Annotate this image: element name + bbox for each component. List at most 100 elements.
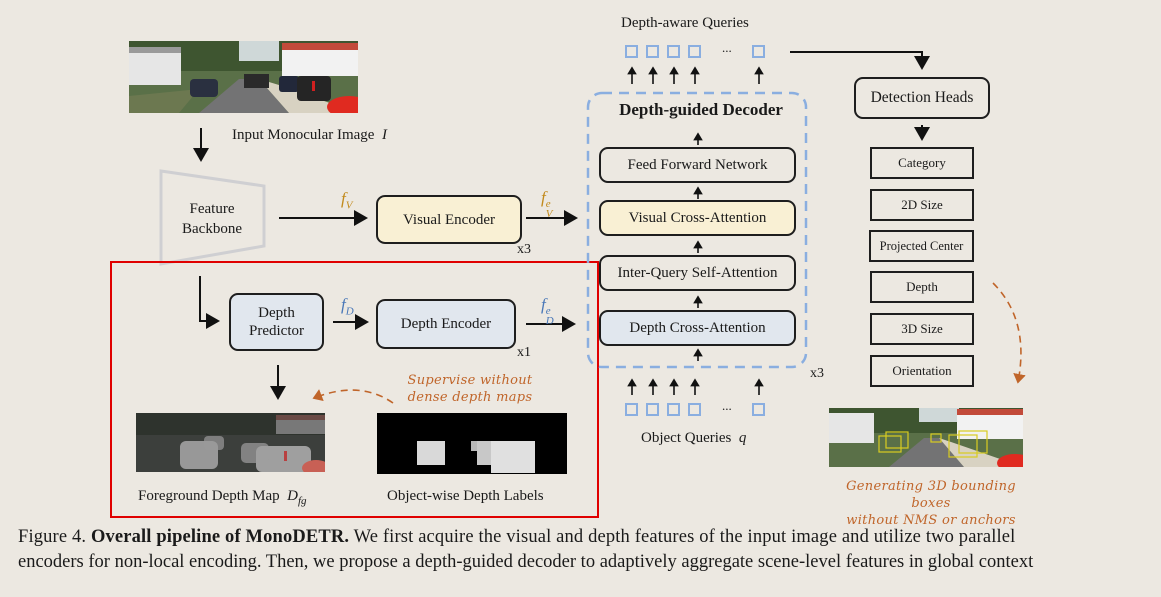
visual-feature-label: fV xyxy=(341,189,352,211)
depth-encoder-label: Depth Encoder xyxy=(400,316,492,332)
supervise-line1: Supervise without xyxy=(407,373,533,388)
object-query-token xyxy=(625,403,638,416)
fg-map-sub: fg xyxy=(298,495,307,507)
decoder-layer-visual-cross-attention: Visual Cross-Attention xyxy=(599,200,796,236)
depth-predictor-line2: Predictor xyxy=(249,323,304,339)
query-token xyxy=(646,45,659,58)
object-query-token xyxy=(752,403,765,416)
head-category: Category xyxy=(870,147,974,179)
head-3d-size: 3D Size xyxy=(870,313,974,345)
feature-backbone-shape xyxy=(159,169,266,266)
result-line2: without NMS or anchors xyxy=(846,513,1016,528)
fg-map-text: Foreground Depth Map xyxy=(138,488,280,504)
input-image-label-text: Input Monocular Image xyxy=(232,127,375,143)
supervise-annotation: Supervise without dense depth maps xyxy=(400,372,540,406)
fve-symbol: f xyxy=(541,188,546,207)
depth-branch-highlight xyxy=(110,261,599,518)
head-depth-label: Depth xyxy=(906,279,938,294)
decoder-layer-self-attention: Inter-Query Self-Attention xyxy=(599,255,796,291)
object-query-token xyxy=(667,403,680,416)
input-image-symbol: I xyxy=(381,127,387,143)
detection-heads-block: Detection Heads xyxy=(854,77,990,119)
fve-sub: V xyxy=(545,208,553,220)
object-queries-text: Object Queries xyxy=(641,430,732,446)
query-token xyxy=(667,45,680,58)
result-annotation: Generating 3D bounding boxes without NMS… xyxy=(826,478,1036,529)
caption-line1-rest: We first acquire the visual and depth fe… xyxy=(353,527,1016,547)
query-token xyxy=(752,45,765,58)
visual-encoder-repeat: x3 xyxy=(517,242,531,257)
result-scene-photo xyxy=(829,408,1023,467)
foreground-depth-map-label: Foreground Depth Map Dfg xyxy=(138,488,307,507)
decoder-layer-ffn: Feed Forward Network xyxy=(599,147,796,183)
decoder-dashed-frame xyxy=(586,91,808,369)
foreground-depth-map-image xyxy=(136,413,325,472)
object-queries-symbol: q xyxy=(738,430,747,446)
depth-map-visual xyxy=(136,413,325,472)
arrow-backbone-to-depth-predictor xyxy=(199,276,220,329)
input-image xyxy=(129,41,358,113)
object-query-arrows xyxy=(627,378,764,395)
arrow-queries-to-detection-heads xyxy=(790,51,930,70)
backbone-label-line2: Backbone xyxy=(182,221,242,237)
depth-aware-query-arrows xyxy=(627,66,764,84)
fd-sub: D xyxy=(345,305,354,318)
object-queries-label: Object Queries q xyxy=(641,430,746,447)
head-projected-center-label: Projected Center xyxy=(879,238,964,253)
object-query-token xyxy=(688,403,701,416)
decoder-repeat: x3 xyxy=(810,366,824,381)
supervise-line2: dense depth maps xyxy=(407,390,533,405)
head-depth: Depth xyxy=(870,271,974,303)
depth-predictor-block: Depth Predictor xyxy=(229,293,324,351)
fde-sub: D xyxy=(545,315,554,327)
caption-bold: Overall pipeline of MonoDETR. xyxy=(90,527,350,547)
fd-symbol: f xyxy=(341,295,346,314)
query-token xyxy=(688,45,701,58)
depth-predictor-line1: Depth xyxy=(258,305,295,321)
depth-encoder-block: Depth Encoder xyxy=(376,299,516,349)
caption-prefix: Figure 4. xyxy=(18,527,87,547)
figure-caption-line2: encoders for non-local encoding. Then, w… xyxy=(18,552,1034,572)
decoder-layer-depth-cross-attention: Depth Cross-Attention xyxy=(599,310,796,346)
fve-sup: e xyxy=(545,198,551,210)
decoder-title: Depth-guided Decoder xyxy=(619,100,783,119)
street-scene-photo xyxy=(129,41,358,113)
depth-label-block xyxy=(491,441,535,473)
depth-aware-queries-label: Depth-aware Queries xyxy=(621,15,749,31)
visual-encoder-block: Visual Encoder xyxy=(376,195,522,244)
depth-feature-label: fD xyxy=(341,295,354,317)
visual-cross-attention-label: Visual Cross-Attention xyxy=(628,210,767,226)
head-2d-size-label: 2D Size xyxy=(901,197,943,212)
result-line1: Generating 3D bounding boxes xyxy=(846,479,1016,511)
detection-heads-label: Detection Heads xyxy=(870,89,974,106)
fde-sup: e xyxy=(545,305,551,317)
depth-label-block xyxy=(417,441,445,465)
head-3d-size-label: 3D Size xyxy=(901,321,943,336)
object-query-ellipsis: ... xyxy=(722,398,732,413)
fv-symbol: f xyxy=(341,189,346,208)
fv-sub: V xyxy=(345,199,353,212)
feature-backbone: Feature Backbone xyxy=(162,199,262,239)
head-category-label: Category xyxy=(898,155,946,170)
query-token xyxy=(625,45,638,58)
self-attention-label: Inter-Query Self-Attention xyxy=(617,265,778,281)
query-ellipsis: ... xyxy=(722,40,732,55)
result-arrow xyxy=(992,282,1026,384)
visual-encoder-label: Visual Encoder xyxy=(403,211,495,228)
figure-caption-line1: Figure 4. Overall pipeline of MonoDETR. … xyxy=(18,525,1015,549)
object-query-token xyxy=(646,403,659,416)
ffn-label: Feed Forward Network xyxy=(627,157,768,173)
fde-symbol: f xyxy=(541,295,546,314)
depth-cross-attention-label: Depth Cross-Attention xyxy=(629,320,766,336)
input-image-label: Input Monocular Image I xyxy=(232,127,387,144)
object-wise-depth-labels-caption: Object-wise Depth Labels xyxy=(387,488,544,504)
fg-map-symbol: D xyxy=(287,488,298,504)
head-orientation: Orientation xyxy=(870,355,974,387)
object-wise-depth-labels-image xyxy=(377,413,567,474)
head-projected-center: Projected Center xyxy=(869,230,974,262)
supervise-arrow xyxy=(312,389,394,404)
detection-result-image xyxy=(829,408,1023,467)
